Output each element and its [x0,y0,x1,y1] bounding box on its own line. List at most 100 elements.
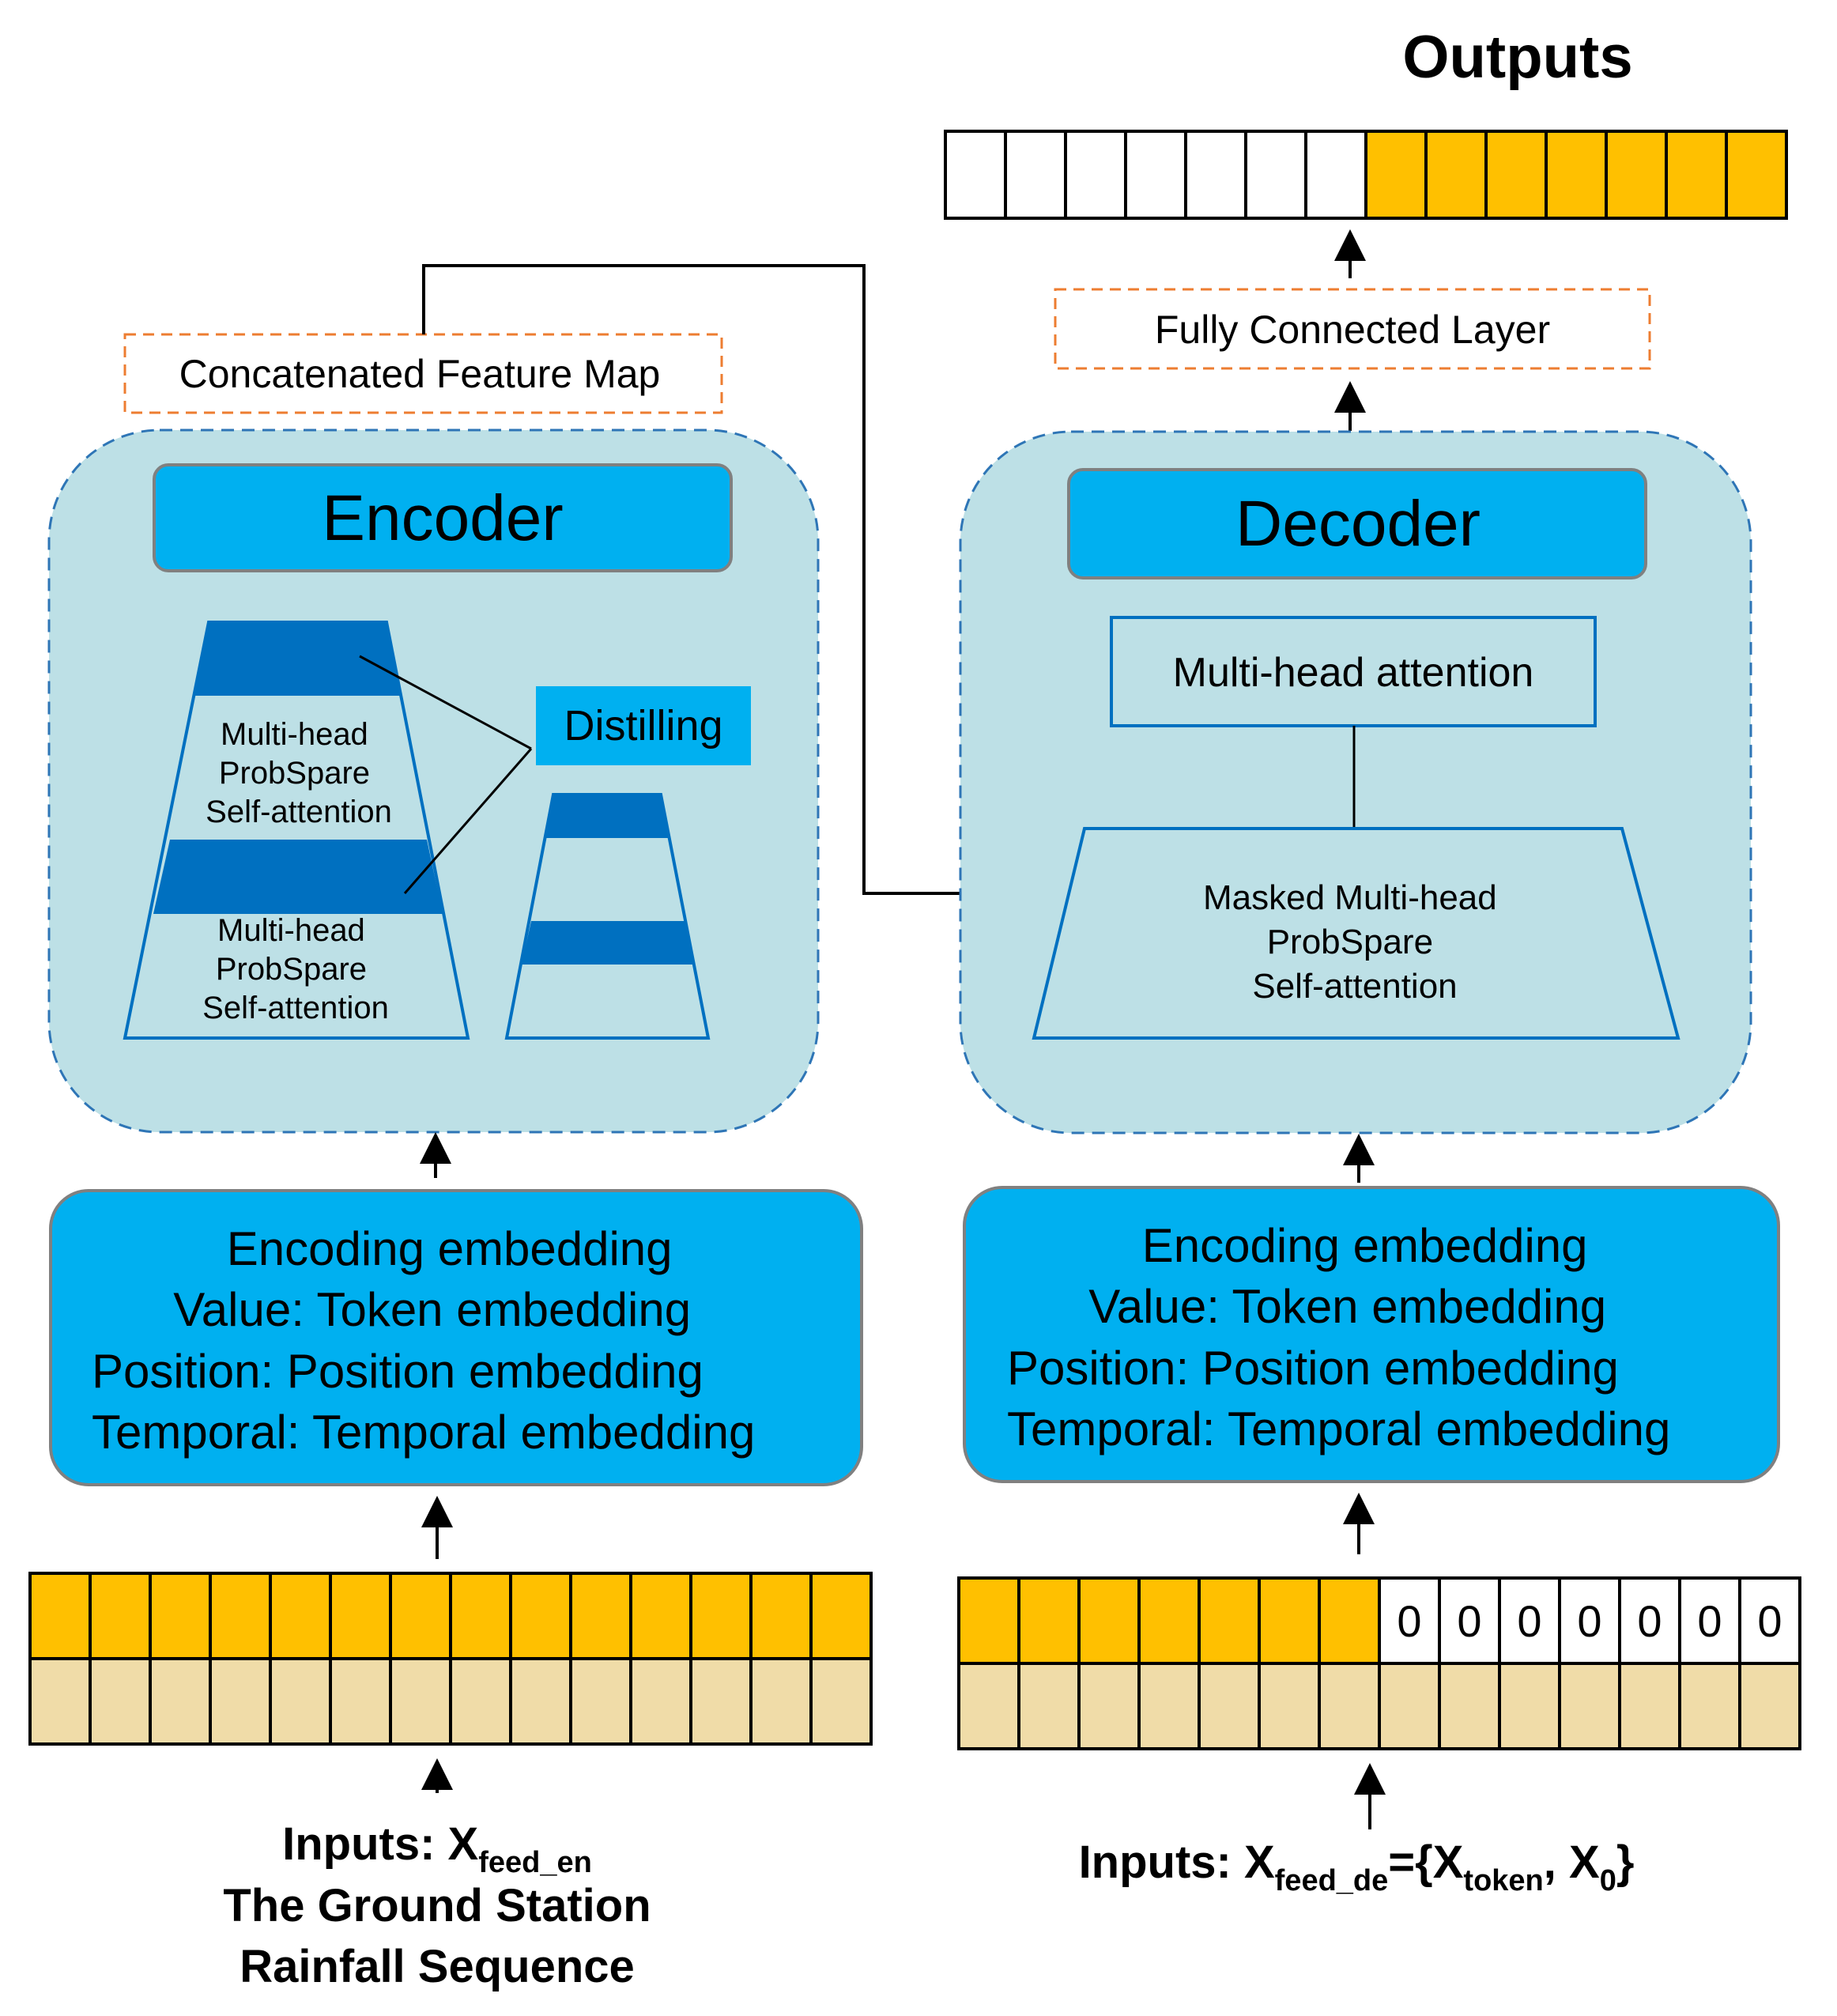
masked-line1: Masked Multi-head [1203,878,1497,917]
dec-caption-sub2: token [1463,1864,1543,1897]
multihead-attention-label: Multi-head attention [1173,650,1534,696]
encoder-block1-text: Multi-head ProbSpare Self-attention [206,717,392,829]
encoder-input-caption-line2: The Ground Station [223,1880,651,1931]
enc-input-time-cell [209,1657,272,1746]
output-cell-empty [1244,130,1307,220]
encoder-block2-text: Multi-head ProbSpare Self-attention [202,913,389,1025]
dec-input-time-cell [1738,1662,1801,1750]
enc-input-value-cell [689,1572,753,1660]
concat-feature-map-label: Concatenated Feature Map [179,352,661,396]
dec-input-time-cell [1618,1662,1681,1750]
encoder-input-sequence [28,1572,873,1746]
decoder-embedding-text: Encoding embedding Value: Token embeddin… [1007,1219,1670,1455]
dec-embed-line3: Position: Position embedding [1007,1342,1619,1395]
zero-placeholder-label: 0 [1457,1596,1481,1646]
fc-layer-label: Fully Connected Layer [1155,308,1550,352]
dec-input-token-cell [957,1576,1020,1665]
output-cell-predicted [1484,130,1548,220]
encoder-title: Encoder [322,482,563,554]
dec-input-token-cell [1258,1576,1321,1665]
enc-embed-line3: Position: Position embedding [92,1345,703,1398]
dec-caption-mid2: , X [1544,1837,1600,1888]
enc-caption-sub: feed_en [478,1846,592,1879]
output-cell-predicted [1545,130,1608,220]
enc-input-value-cell [629,1572,692,1660]
enc-embed-line4: Temporal: Temporal embedding [92,1406,755,1459]
masked-attention-text: Masked Multi-head ProbSpare Self-attenti… [1203,878,1507,1006]
enc-input-time-cell [689,1657,753,1746]
enc-input-value-cell [89,1572,152,1660]
enc-input-value-cell [269,1572,332,1660]
enc-input-value-cell [28,1572,92,1660]
enc-input-value-cell [149,1572,212,1660]
dec-input-token-cell [1077,1576,1141,1665]
distilled-band-2 [522,921,694,965]
dec-input-token-cell [1318,1576,1381,1665]
concat-to-decoder-connector [422,264,1006,909]
encoder-header [153,463,733,572]
dec-input-time-cell [1198,1662,1261,1750]
dec-input-time-cell [1258,1662,1321,1750]
dec-input-zero-cell [1378,1576,1441,1665]
zero-placeholder-label: 0 [1757,1596,1782,1646]
dec-input-time-cell [1077,1662,1141,1750]
encoder-embedding-text: Encoding embedding Value: Token embeddin… [92,1222,755,1459]
distilling-line-top [359,655,532,750]
enc-input-time-cell [389,1657,452,1746]
zero-placeholder-label: 0 [1397,1596,1421,1646]
masked-line2: ProbSpare [1267,923,1433,961]
encoder-block1-line2: ProbSpare [219,756,370,791]
encoder-embedding-box [49,1189,863,1486]
output-cell-predicted [1364,130,1428,220]
encoder-attention-band-2 [153,840,443,914]
enc-input-time-cell [449,1657,512,1746]
dec-caption-sub1: feed_de [1275,1864,1389,1897]
output-cell-empty [1064,130,1127,220]
dec-input-time-cell [1498,1662,1561,1750]
masked-attention-trapezoid [1032,827,1680,1040]
zero-placeholder-label: 0 [1517,1596,1541,1646]
output-cell-predicted [1605,130,1668,220]
dec-input-time-cell [1017,1662,1081,1750]
output-cell-empty [1124,130,1187,220]
distilling-label: Distilling [564,702,722,749]
encoder-attention-band-1 [195,622,401,696]
enc-input-value-cell [749,1572,813,1660]
output-cell-empty [944,130,1007,220]
dec-input-time-cell [957,1662,1020,1750]
dec-input-time-cell [1318,1662,1381,1750]
dec-input-time-cell [1558,1662,1621,1750]
distilling-line-bottom [403,748,533,894]
dec-caption-prefix: Inputs: X [1079,1837,1275,1888]
decoder-header [1067,468,1647,580]
enc-input-time-cell [28,1657,92,1746]
encoder-block2-line1: Multi-head [217,913,365,948]
dec-caption-end: } [1616,1837,1635,1888]
masked-line3: Self-attention [1252,967,1457,1006]
zero-placeholder-label: 0 [1637,1596,1662,1646]
dec-caption-mid1: ={X [1388,1837,1463,1888]
dec-input-time-cell [1378,1662,1441,1750]
output-sequence [944,130,1788,220]
dec-embed-line1: Encoding embedding [1142,1219,1588,1272]
zero-placeholder-label: 0 [1577,1596,1601,1646]
decoder-embedding-box [963,1186,1780,1483]
encoder-block2-line3: Self-attention [202,991,389,1025]
enc-input-time-cell [89,1657,152,1746]
distilled-band-1 [545,795,669,838]
dec-input-token-cell [1017,1576,1081,1665]
encoder-block1-line3: Self-attention [206,795,392,829]
zero-placeholder-label: 0 [1697,1596,1722,1646]
enc-input-time-cell [809,1657,873,1746]
enc-caption-prefix: Inputs: X [282,1818,478,1870]
encoder-block2-line2: ProbSpare [216,952,367,987]
enc-input-value-cell [209,1572,272,1660]
output-cell-predicted [1725,130,1788,220]
dec-input-time-cell [1678,1662,1741,1750]
dec-input-zero-cell [1558,1576,1621,1665]
dec-input-time-cell [1137,1662,1201,1750]
encoder-input-caption: Inputs: Xfeed_en [282,1818,592,1879]
output-cell-predicted [1665,130,1728,220]
